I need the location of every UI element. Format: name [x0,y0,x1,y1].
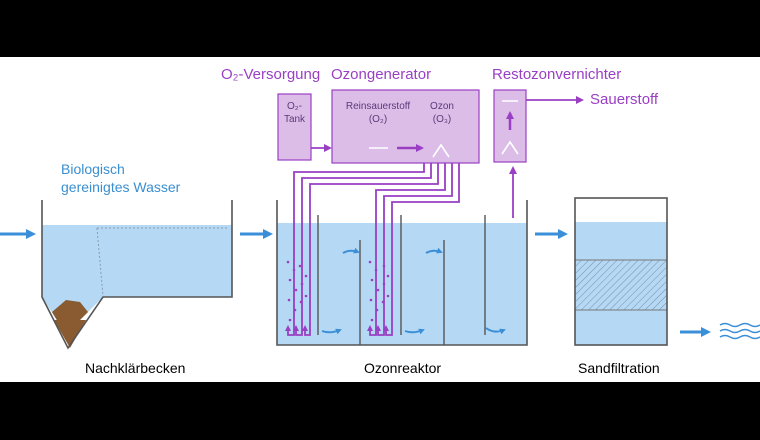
ozone-label: Ozon (O₃) [424,100,460,126]
o2-tank-label-line1: O₂- [287,101,302,112]
pure-oxygen-label: Reinsauerstoff (O₂) [338,100,418,126]
o2-supply-label: O₂-Versorgung [221,66,321,83]
reactor-frame [276,200,528,346]
pure-oxygen-line2: (O₂) [368,114,388,125]
ozone-piping [285,96,584,336]
sand-filter [574,197,668,346]
oxygen-out-label: Sauerstoff [590,91,659,108]
ozone-line1: Ozon [430,101,454,112]
clarifier-frame [41,200,233,350]
secondary-clarifier-label: Nachklärbecken [85,360,186,376]
o3-molecule-icon [432,143,450,158]
clarifier-sludge [52,300,88,322]
filter-frame [574,197,668,346]
clarifier-water [42,225,232,322]
input-water-label: Biologisch gereinigtes Wasser [61,160,180,196]
o2-tank-box [277,93,312,161]
o2-tank-label: O₂- Tank [278,100,311,126]
clean-water-icon [719,322,760,340]
input-water-line1: Biologisch [61,161,125,177]
input-water-line2: gereinigtes Wasser [61,179,181,195]
ozone-line2: (O₃) [432,114,452,125]
ozone-reactor [276,200,528,346]
secondary-clarifier-tank [41,200,233,350]
reactor-water [277,223,527,345]
ozone-generator-label: Ozongenerator [331,66,432,83]
sand-filtration-label: Sandfiltration [578,360,660,376]
residual-destructor-label: Restozonvernichter [492,66,622,83]
sludge-cone [54,320,86,348]
ozone-generator-box [331,89,480,164]
pure-oxygen-line1: Reinsauerstoff [345,101,411,112]
ozone-reactor-label: Ozonreaktor [364,360,442,376]
o2-tank-label-line2: Tank [283,114,306,125]
